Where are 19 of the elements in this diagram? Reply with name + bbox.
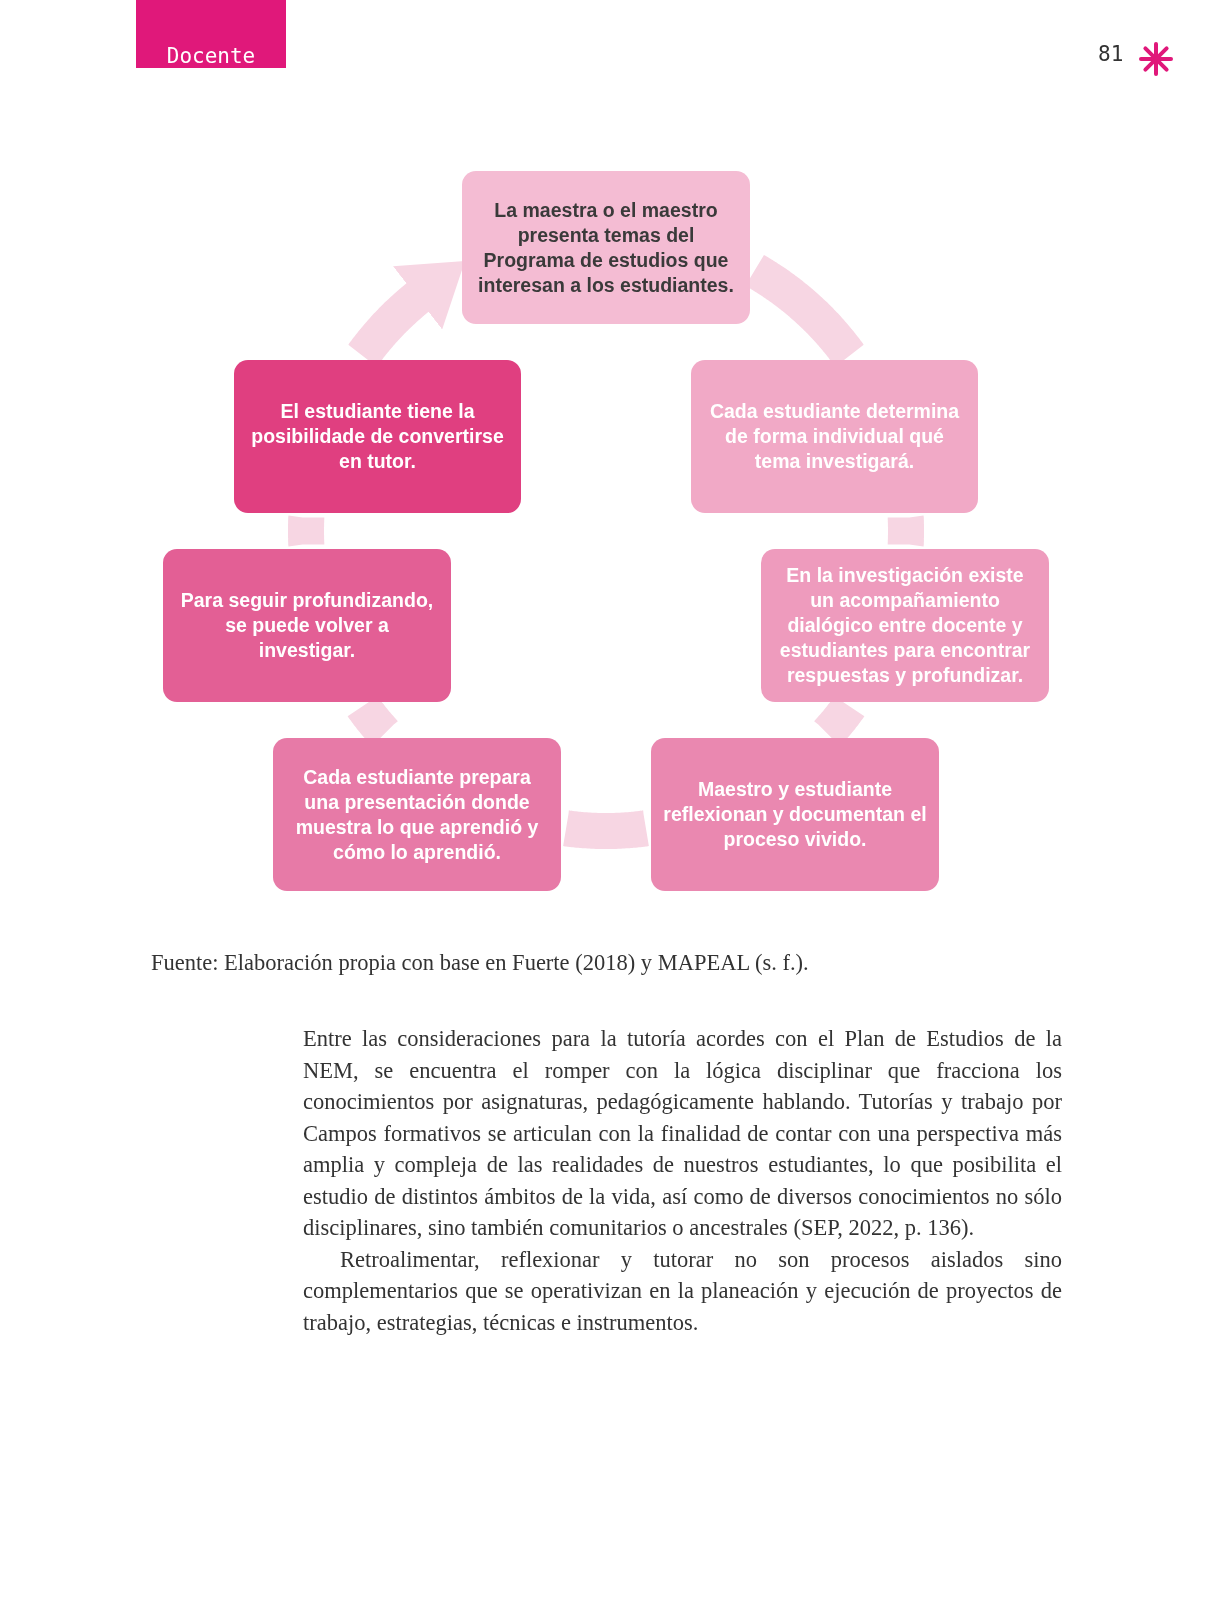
- source-caption: Fuente: Elaboración propia con base en Fuerte (2018) y MAPEAL (s. f.).: [151, 950, 809, 976]
- step-text: Para seguir profundizando, se puede volver a investigar.: [179, 588, 435, 663]
- step-box: [761, 549, 1049, 702]
- step-text: La maestra o el maestro presenta temas del Programa de estudios que interesan a los estudiantes.: [477, 197, 735, 298]
- step-box: [163, 549, 451, 702]
- step-box: [273, 738, 561, 891]
- body-paragraph: Retroalimentar, reflexionar y tutorar no son procesos aislados sino complementarios que se operativizan en la planeación y ejecución de proyectos de trabajo, estrategias, técnicas e instrumentos.: [303, 1245, 1062, 1337]
- step-text: Cada estudiante determina de forma individual qué tema investigará.: [708, 399, 961, 474]
- step-box: [234, 360, 521, 513]
- body-paragraph: Entre las consideraciones para la tutoría acordes con el Plan de Estudios de la NEM, se encuentra el romper con la lógica disciplinar que fracciona los conocimientos por asignaturas, pedagógicamente hablando. Tutorías y trabajo por Campos formativos se articulan con la finalidad de contar con una perspectiva más amplia y compleja de las realidades de nuestros estudiantes, lo que posibilita el estudio de distintos ámbitos de la vida, así como de diversos conocimientos no sólo disciplinares, sino también comunitarios o ancestrales (SEP, 2022, p. 136).: [303, 1025, 1062, 1242]
- page-number: 81: [1098, 42, 1124, 66]
- header-tab: Docente: [136, 0, 286, 68]
- step-text: El estudiante tiene la posibilidade de convertirse en tutor.: [250, 399, 505, 474]
- step-box: [651, 738, 939, 891]
- step-box: [691, 360, 978, 513]
- step-text: Cada estudiante prepara una presentación donde muestra lo que aprendió y cómo lo aprendió.: [294, 764, 540, 865]
- step-text: En la investigación existe un acompañamiento dialógico entre docente y estudiantes para encontrar respuestas y profundizar.: [778, 563, 1032, 688]
- step-text: Maestro y estudiante reflexionan y documentan el proceso vivido.: [663, 777, 927, 852]
- step-box: [462, 171, 750, 324]
